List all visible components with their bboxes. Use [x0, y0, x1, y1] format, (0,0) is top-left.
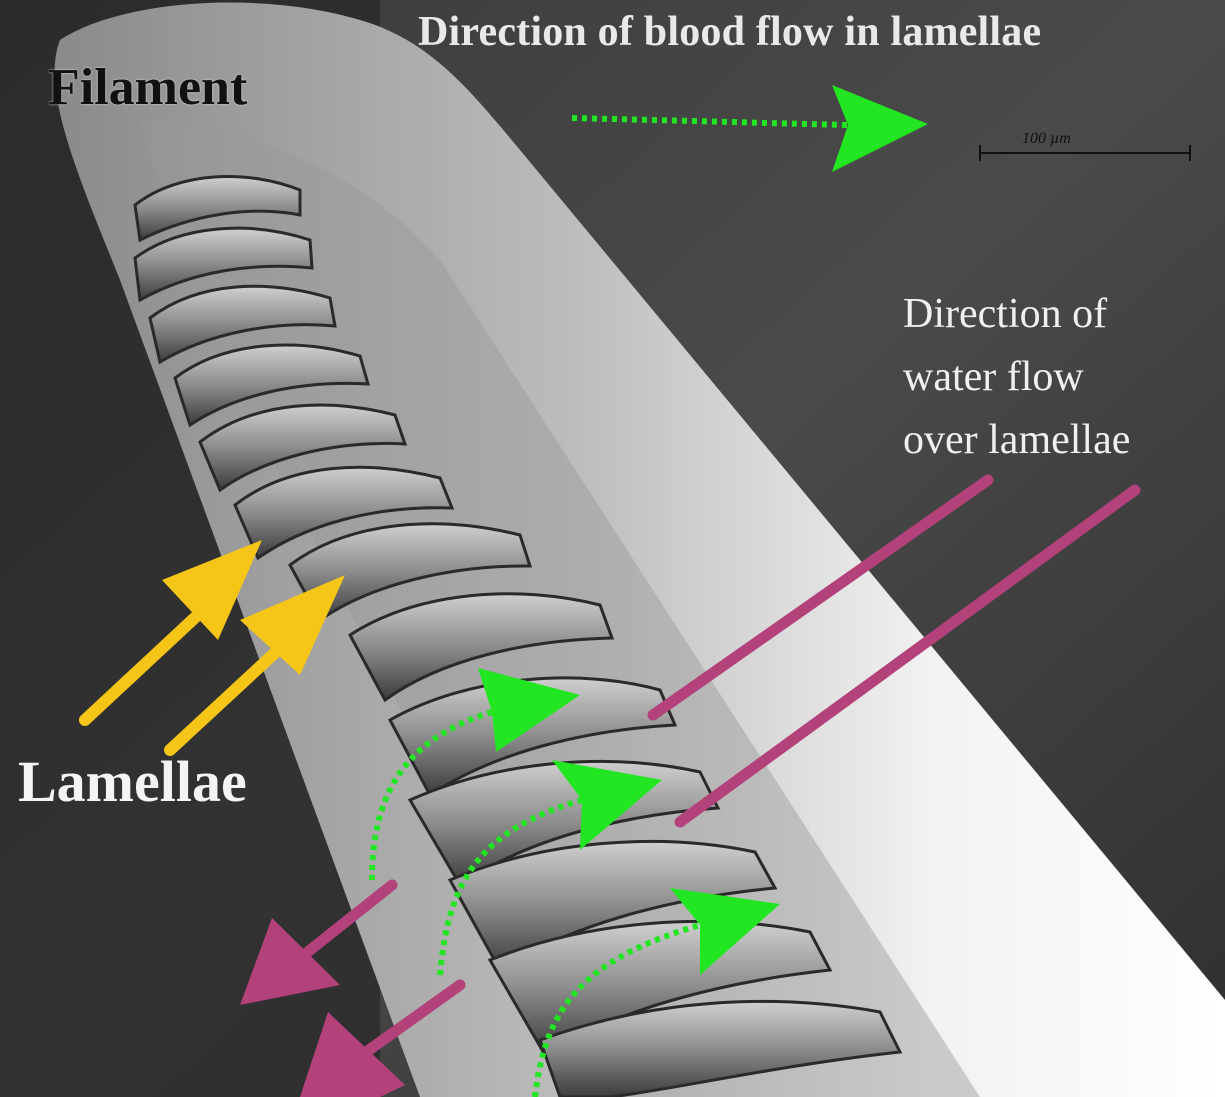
water-flow-label-line: Direction of	[903, 291, 1108, 337]
yellow-arrowhead-icon	[240, 575, 345, 675]
blood-flow-label: Direction of blood flow in lamellae	[418, 9, 1042, 55]
blood-flow-legend-arrow-icon	[571, 85, 928, 172]
water-flow-label: Direction of water flow over lamellae	[903, 283, 1203, 472]
water-arrowhead-icon	[300, 1012, 405, 1097]
lamellae-label: Lamellae	[18, 749, 247, 814]
lamellae-pointer-arrowheads	[162, 540, 345, 675]
blood-arrowhead-icon	[670, 888, 780, 975]
yellow-arrowhead-icon	[162, 540, 262, 640]
blood-arrowhead-icon	[478, 668, 580, 752]
blood-flow-arrows	[369, 709, 701, 1097]
scale-bar-label: 100 µm	[1022, 130, 1071, 147]
filament-label: Filament	[48, 59, 248, 116]
water-flow-label-line: water flow	[903, 354, 1084, 400]
blood-flow-arrowheads	[478, 668, 780, 975]
water-flow-arrowheads	[240, 918, 405, 1097]
filament	[54, 2, 1225, 1097]
scale-bar	[979, 145, 1191, 161]
water-flow-label-line: over lamellae	[903, 417, 1131, 463]
water-arrowhead-icon	[240, 918, 340, 1005]
blood-arrowhead-icon	[552, 760, 662, 850]
